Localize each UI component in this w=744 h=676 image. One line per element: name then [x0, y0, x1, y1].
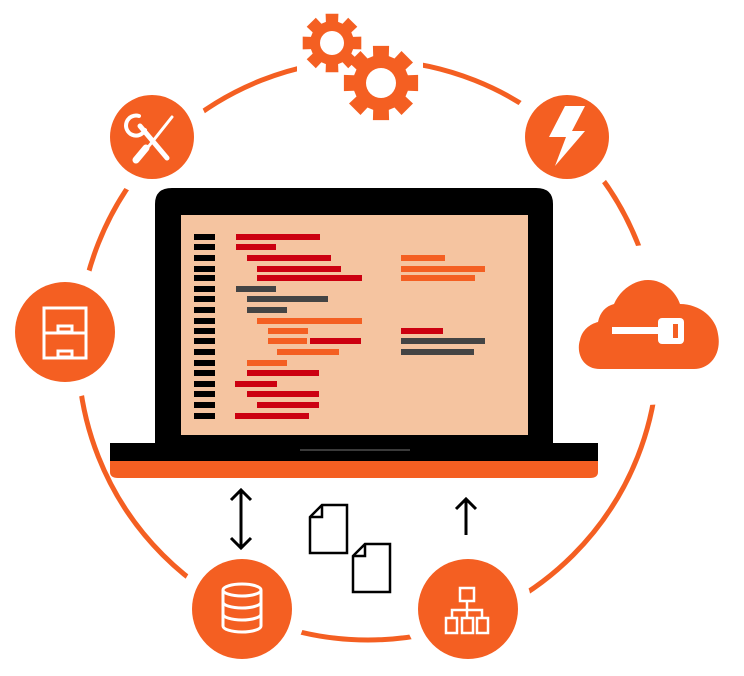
- filing-cabinet-icon: [42, 306, 88, 360]
- code-line: [257, 266, 341, 272]
- gear-hole: [320, 31, 344, 55]
- line-number: [194, 307, 215, 313]
- network-button[interactable]: [418, 559, 518, 659]
- code-line: [310, 338, 361, 344]
- code-line: [236, 234, 320, 240]
- line-number: [194, 360, 215, 366]
- performance-button[interactable]: [525, 95, 609, 179]
- line-number: [194, 402, 215, 408]
- line-number: [194, 381, 215, 387]
- code-line: [401, 328, 443, 334]
- code-line: [257, 402, 319, 408]
- line-number: [194, 338, 215, 344]
- code-line: [247, 391, 319, 397]
- code-line: [268, 328, 308, 334]
- line-number: [194, 234, 215, 240]
- code-line: [277, 349, 339, 355]
- code-line: [235, 413, 309, 419]
- code-line: [401, 266, 485, 272]
- code-line: [401, 255, 445, 261]
- code-line: [236, 286, 276, 292]
- lightning-bolt-icon: [549, 106, 585, 166]
- line-number: [194, 244, 215, 250]
- code-line: [247, 296, 328, 302]
- storage-button[interactable]: [15, 282, 115, 382]
- code-line: [268, 338, 307, 344]
- code-line: [401, 338, 485, 344]
- code-line: [257, 275, 362, 281]
- code-line: [257, 318, 362, 324]
- network-hierarchy-icon: [444, 586, 490, 635]
- database-button[interactable]: [192, 559, 292, 659]
- line-number: [194, 328, 215, 334]
- code-line: [236, 244, 276, 250]
- wrench-screwdriver-icon: [124, 113, 174, 164]
- line-number: [194, 349, 215, 355]
- code-line: [247, 255, 331, 261]
- gears-icon: [302, 13, 419, 121]
- code-line: [401, 275, 475, 281]
- laptop-base: [110, 443, 598, 462]
- document-icon: [351, 542, 392, 594]
- double-arrow-icon: [229, 487, 253, 551]
- line-number: [194, 296, 215, 302]
- line-number: [194, 370, 215, 376]
- code-line: [247, 370, 319, 376]
- laptop-screen: [181, 215, 528, 435]
- laptop-hinge: [300, 449, 410, 451]
- laptop-base-trim: [110, 461, 598, 478]
- line-number: [194, 286, 215, 292]
- up-arrow-icon: [454, 496, 478, 535]
- code-line: [247, 307, 287, 313]
- key-icon: [612, 318, 684, 344]
- line-number: [194, 266, 215, 272]
- line-number: [194, 318, 215, 324]
- database-icon: [221, 582, 263, 634]
- code-line: [401, 349, 474, 355]
- cloud-shape: [578, 280, 719, 369]
- line-number: [194, 275, 215, 281]
- laptop: [110, 188, 598, 478]
- gear-hole: [366, 68, 396, 98]
- line-number: [194, 255, 215, 261]
- code-line: [235, 381, 277, 387]
- code-editor: [194, 234, 485, 419]
- line-number: [194, 413, 215, 419]
- tools-button[interactable]: [110, 95, 194, 179]
- document-icon: [308, 503, 349, 555]
- code-line: [247, 360, 287, 366]
- line-number: [194, 391, 215, 397]
- cloud-security-button[interactable]: [578, 280, 719, 369]
